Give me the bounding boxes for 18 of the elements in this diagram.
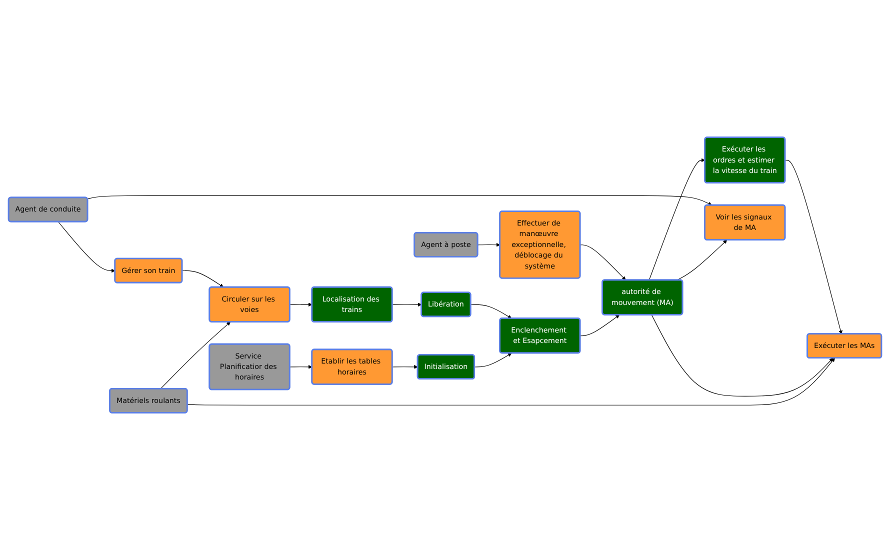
arrow (290, 302, 312, 307)
arrow (58, 221, 116, 273)
arrow (392, 302, 422, 307)
arrow (87, 195, 712, 206)
arrow (187, 358, 835, 406)
arrow (470, 304, 512, 319)
arrow (290, 364, 312, 369)
arrow (182, 270, 224, 288)
arrow (580, 244, 626, 280)
arrow (477, 242, 500, 247)
arrow (648, 158, 706, 280)
arrow (651, 314, 834, 396)
arrow (784, 160, 842, 334)
arrow (676, 240, 728, 280)
arrow (160, 322, 231, 390)
arrow (580, 314, 620, 336)
arrow (392, 365, 418, 369)
arrow (474, 353, 512, 368)
